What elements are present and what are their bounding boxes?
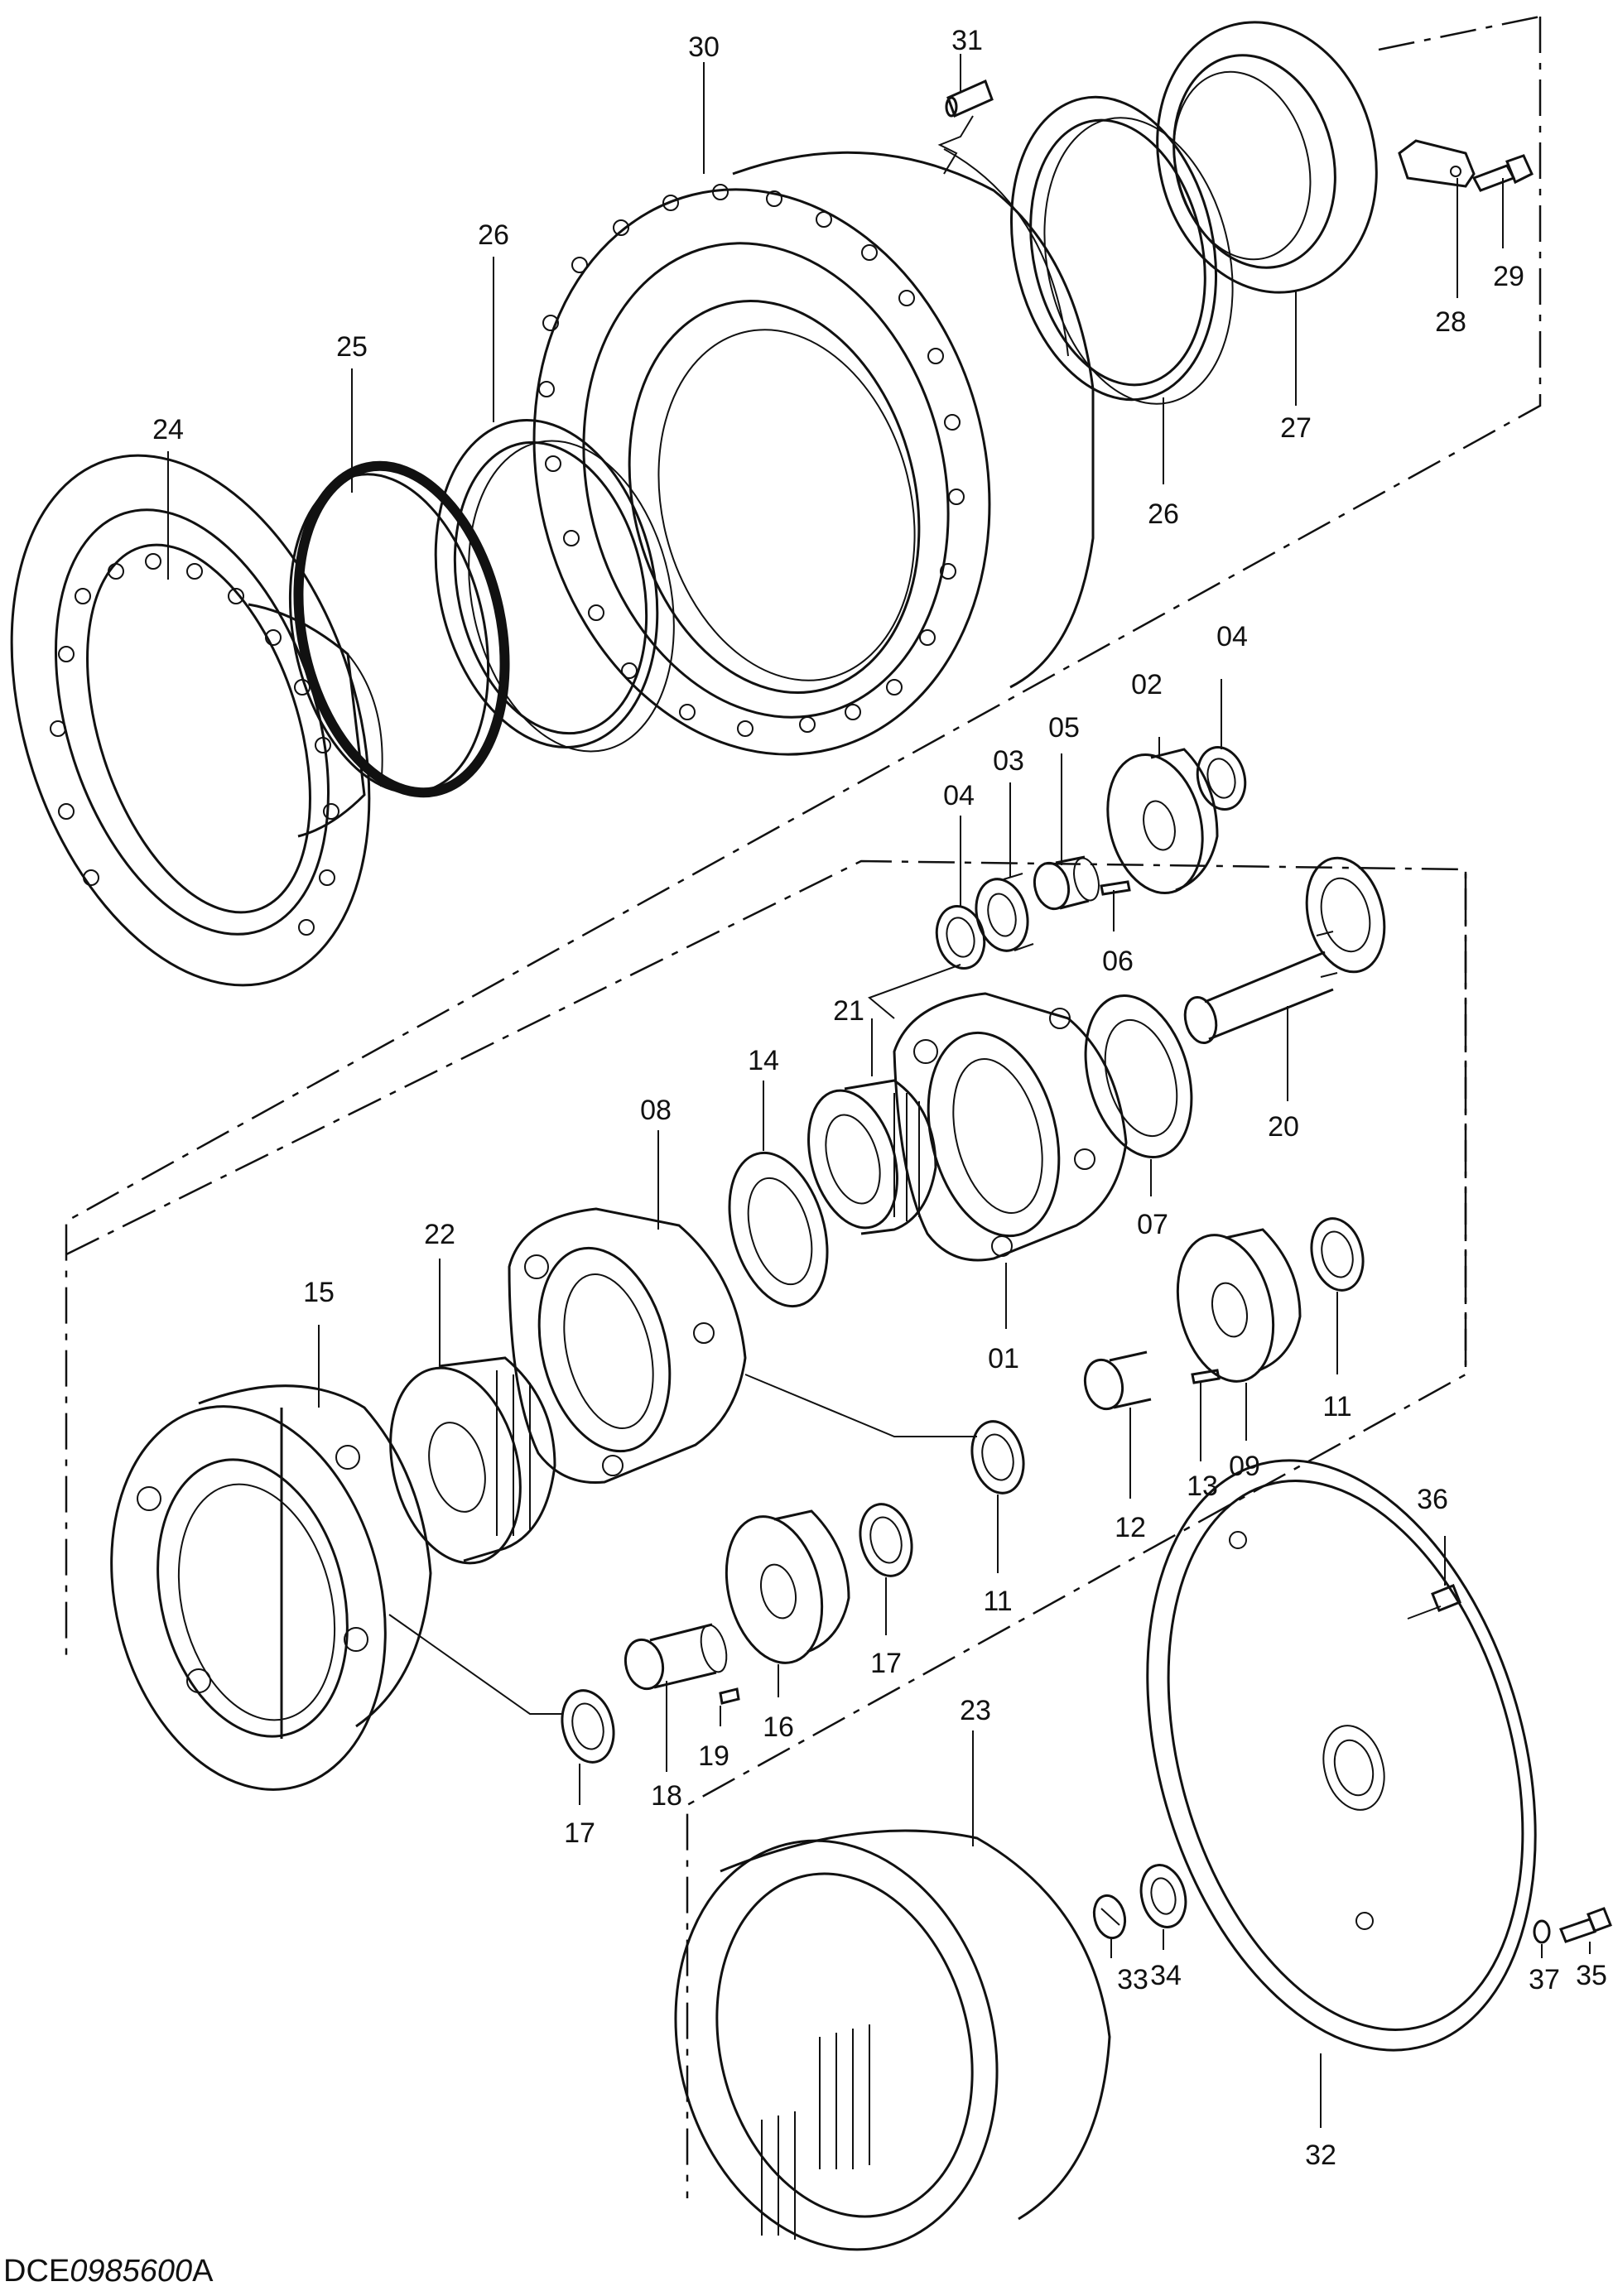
part-16-planet-gear (725, 1509, 850, 1664)
part-28-lock-plate (1398, 139, 1476, 188)
callout-22: 22 (424, 1219, 455, 1250)
callout-labels: 24 25 26 30 31 26 27 28 29 04 02 03 05 0… (152, 25, 1607, 2171)
part-17-snap-ring-b (561, 1689, 615, 1764)
callout-06: 06 (1102, 946, 1134, 977)
lower-assembly-boundary (65, 859, 1467, 2198)
callout-16: 16 (763, 1711, 794, 1743)
part-18-planet-pin (624, 1623, 728, 1691)
callout-26-left: 26 (478, 219, 509, 251)
leader-lines (167, 54, 1591, 2128)
part-29-bolt (1471, 154, 1534, 192)
drawing-code-suffix: A (192, 2254, 214, 2289)
callout-27: 27 (1280, 412, 1312, 444)
callout-36: 36 (1417, 1484, 1448, 1515)
part-21-gear (807, 1079, 937, 1235)
callout-17-left: 17 (564, 1817, 595, 1849)
callout-13: 13 (1187, 1470, 1218, 1502)
callout-14: 14 (748, 1045, 779, 1076)
part-11-snap-ring-b (970, 1420, 1025, 1495)
part-25-o-ring (288, 460, 510, 798)
part-19-spring-pin (719, 1687, 740, 1705)
part-36-plug (1431, 1584, 1461, 1612)
drawing-code-prefix: DCE (3, 2254, 70, 2289)
callout-07: 07 (1137, 1209, 1168, 1240)
part-23-ring-gear (674, 1829, 1111, 2251)
part-22-gear (389, 1356, 556, 1565)
part-31-insertion-line (937, 115, 974, 175)
callout-30: 30 (688, 31, 720, 63)
part-37-washer (1533, 1919, 1551, 1944)
callout-08: 08 (640, 1095, 672, 1126)
callout-33: 33 (1117, 1964, 1148, 1995)
part-30-bolt-holes (538, 184, 965, 737)
callout-23: 23 (960, 1695, 991, 1726)
drawing-code-number: 0985600 (70, 2254, 193, 2289)
callout-25: 25 (336, 331, 368, 363)
callout-19: 19 (698, 1740, 729, 1772)
part-09-planet-gear (1176, 1228, 1302, 1383)
part-04-snap-ring-b (1196, 746, 1247, 811)
part-24-bolt-holes (50, 553, 339, 936)
part-30-drum-housing (532, 148, 1095, 756)
callout-24: 24 (152, 414, 184, 445)
part-35-bolt (1559, 1907, 1612, 1943)
part-31-pin (945, 79, 994, 118)
part-03-needle-bearing (975, 873, 1034, 952)
part-32-cover (1146, 1459, 1537, 2052)
callout-04-right: 04 (1216, 621, 1248, 652)
part-26-floating-seal-left (434, 419, 675, 753)
part-13-spring-pin (1191, 1369, 1221, 1384)
callout-35: 35 (1576, 1960, 1607, 1991)
part-04-snap-ring-a (935, 905, 986, 970)
part-34-bearing (1139, 1864, 1187, 1928)
callout-34: 34 (1150, 1960, 1182, 1991)
callout-29: 29 (1493, 261, 1524, 292)
upper-assembly-boundary (65, 17, 1542, 1664)
part-12-planet-pin (1083, 1350, 1152, 1411)
part-20-shaft-gear (1183, 856, 1386, 1045)
callout-11-left: 11 (983, 1586, 1012, 1617)
part-26-floating-seal-right (1009, 95, 1234, 405)
part-05-planet-pin (1033, 855, 1100, 911)
callout-11-right: 11 (1322, 1391, 1351, 1422)
callout-20: 20 (1268, 1111, 1299, 1143)
part-07-thrust-washer (1084, 994, 1193, 1159)
callout-05: 05 (1048, 712, 1080, 744)
callout-18: 18 (651, 1780, 682, 1812)
drawing-code: DCE0985600A (3, 2254, 214, 2289)
part-11-snap-ring-a (1310, 1217, 1365, 1292)
callout-26-right: 26 (1148, 498, 1179, 530)
part-33-plug (1092, 1894, 1127, 1940)
callout-21: 21 (833, 995, 864, 1027)
part-14-thrust-washer (728, 1151, 829, 1308)
callout-02: 02 (1131, 669, 1163, 700)
callout-12: 12 (1115, 1512, 1146, 1543)
callout-04-left: 04 (943, 780, 975, 811)
callout-37: 37 (1529, 1964, 1560, 1995)
part-24-housing-flange (10, 454, 383, 987)
part-17-snap-ring-a (859, 1503, 913, 1577)
part-15-ring-carrier (110, 1384, 432, 1791)
part-02-planet-gear (1106, 748, 1219, 895)
callout-28: 28 (1435, 306, 1466, 338)
callout-09: 09 (1229, 1451, 1260, 1482)
callout-01: 01 (988, 1343, 1019, 1374)
callout-32: 32 (1305, 2140, 1336, 2171)
part-06-spring-pin (1100, 880, 1131, 896)
part-08-carrier (508, 1207, 747, 1485)
upper-boundary-top (1378, 15, 1541, 51)
callout-15: 15 (303, 1277, 335, 1308)
callout-31: 31 (951, 25, 983, 56)
callout-03: 03 (993, 745, 1024, 777)
part-27-ring-nut (1156, 21, 1378, 294)
callout-17-right: 17 (870, 1648, 902, 1679)
